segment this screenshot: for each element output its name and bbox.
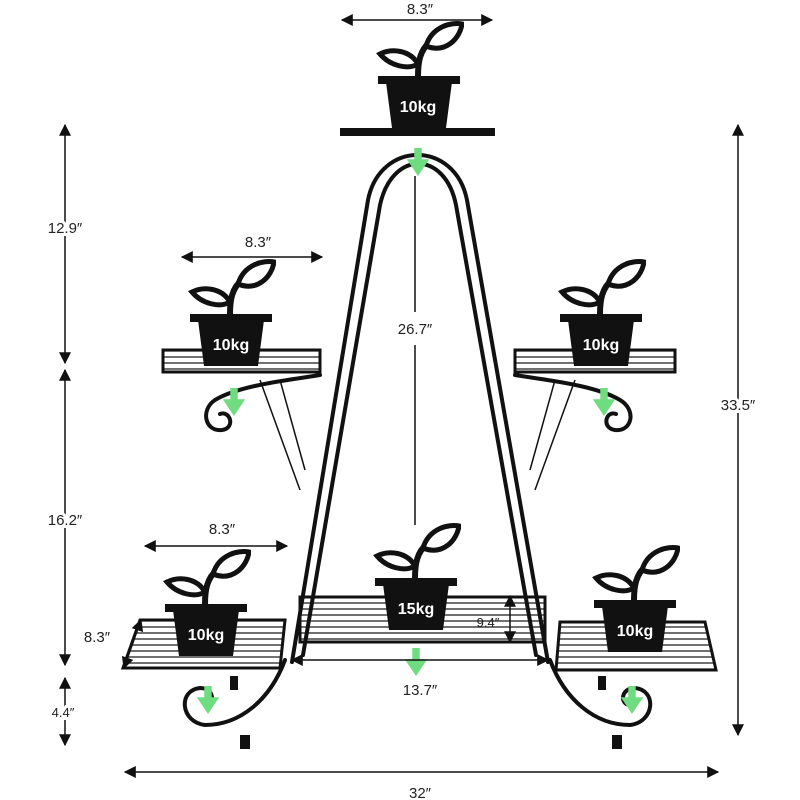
middle-left-shelf [161,348,322,491]
load-arrow-icon [406,148,430,176]
dimension-labels: 8.3″ 8.3″ 8.3″ 8.3″ 26.7″ 9.4″ 13.7″ 12.… [45,1,759,800]
foot-height: 4.4″ [52,705,75,720]
bottom-shelf-depth: 8.3″ [84,629,111,646]
top-shelf-width: 8.3″ [407,1,434,18]
plants: 10kg 10kg 10kg 15kg 10kg 10kg [165,24,678,656]
top-shelf [340,128,495,136]
load-bottom-left: 10kg [188,627,224,644]
load-arrow-icon [222,388,246,416]
center-shelf-depth: 9.4″ [477,615,500,630]
middle-section-height: 16.2″ [48,512,83,529]
dimension-lines [59,13,744,778]
load-arrow-icon [404,648,428,676]
middle-shelf-width: 8.3″ [245,234,272,251]
load-bottom-center: 15kg [398,601,434,618]
load-arrow-icon [196,686,220,714]
center-shelf-width: 13.7″ [403,682,438,699]
load-top: 10kg [400,99,436,116]
bottom-shelf-width: 8.3″ [209,521,236,538]
total-width: 32″ [409,785,432,800]
middle-right-shelf [513,348,677,491]
top-section-height: 12.9″ [48,220,83,237]
inner-height: 26.7″ [398,321,433,338]
load-middle-right: 10kg [583,337,619,354]
load-bottom-right: 10kg [617,623,653,640]
total-height: 33.5″ [721,397,756,414]
load-middle-left: 10kg [213,337,249,354]
